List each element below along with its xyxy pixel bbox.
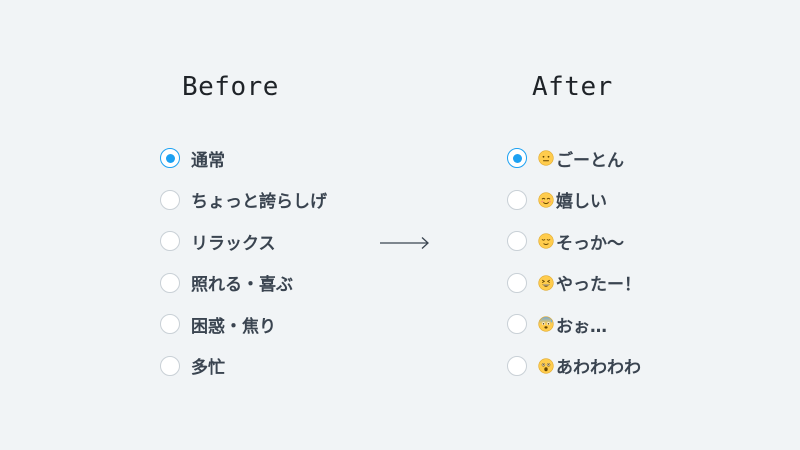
option-text: やったー！ (556, 275, 641, 296)
option-label: 通常 (191, 150, 225, 171)
option-label: あわわわわ (538, 353, 641, 378)
before-option-6[interactable]: 多忙 (160, 354, 327, 378)
radio-button[interactable] (160, 355, 180, 376)
grinning-squint-emoji-icon (538, 275, 554, 291)
radio-button[interactable] (507, 231, 527, 252)
option-label: ちょっと誇らしげ (191, 192, 327, 213)
radio-selected-dot (165, 153, 175, 163)
radio-button[interactable] (160, 231, 180, 252)
before-option-4[interactable]: 照れる・喜ぶ (160, 271, 327, 295)
radio-button[interactable] (160, 189, 180, 210)
radio-button[interactable] (507, 314, 527, 335)
radio-button[interactable] (160, 148, 180, 168)
after-heading: After (532, 72, 613, 102)
anxious-sweat-emoji-icon (538, 316, 554, 332)
radio-button[interactable] (160, 314, 180, 335)
radio-button[interactable] (507, 189, 527, 210)
after-options-list: ごーとん 嬉しい (507, 146, 641, 396)
after-option-5[interactable]: おぉ… (507, 312, 641, 337)
option-label: 照れる・喜ぶ (191, 275, 293, 296)
option-text: あわわわわ (556, 358, 641, 379)
before-option-5[interactable]: 困惑・焦り (160, 312, 327, 337)
after-option-2[interactable]: 嬉しい (507, 188, 641, 212)
before-heading: Before (182, 72, 279, 102)
neutral-face-emoji-icon (538, 150, 554, 166)
relieved-smile-emoji-icon (538, 191, 554, 208)
option-text: 嬉しい (556, 192, 607, 213)
option-label: そっか〜 (538, 229, 624, 254)
after-option-3[interactable]: そっか〜 (507, 229, 641, 254)
option-text: そっか〜 (556, 233, 624, 254)
radio-button[interactable] (507, 272, 527, 293)
option-label: ごーとん (538, 146, 624, 171)
before-option-2[interactable]: ちょっと誇らしげ (160, 188, 327, 212)
after-option-1[interactable]: ごーとん (507, 146, 641, 171)
relieved-face-emoji-icon (538, 233, 554, 249)
radio-button[interactable] (507, 355, 527, 376)
option-label: おぉ… (538, 312, 607, 337)
option-label: 嬉しい (538, 187, 607, 212)
long-right-arrow-icon (380, 237, 429, 249)
astonished-face-emoji-icon (538, 358, 554, 374)
after-option-6[interactable]: あわわわわ (507, 354, 641, 378)
before-option-1[interactable]: 通常 (160, 146, 327, 171)
before-option-3[interactable]: リラックス (160, 229, 327, 254)
after-option-4[interactable]: やったー！ (507, 271, 641, 295)
before-options-list: 通常 ちょっと誇らしげ リラックス 照れる・喜ぶ 困惑・焦り 多忙 (160, 146, 327, 396)
option-label: 多忙 (191, 358, 225, 379)
option-text: おぉ… (556, 316, 607, 337)
option-label: リラックス (191, 233, 276, 254)
option-label: やったー！ (538, 270, 641, 295)
option-label: 困惑・焦り (191, 316, 276, 337)
radio-selected-dot (512, 153, 522, 163)
radio-button[interactable] (160, 272, 180, 293)
option-text: ごーとん (556, 150, 624, 171)
radio-button[interactable] (507, 148, 527, 168)
